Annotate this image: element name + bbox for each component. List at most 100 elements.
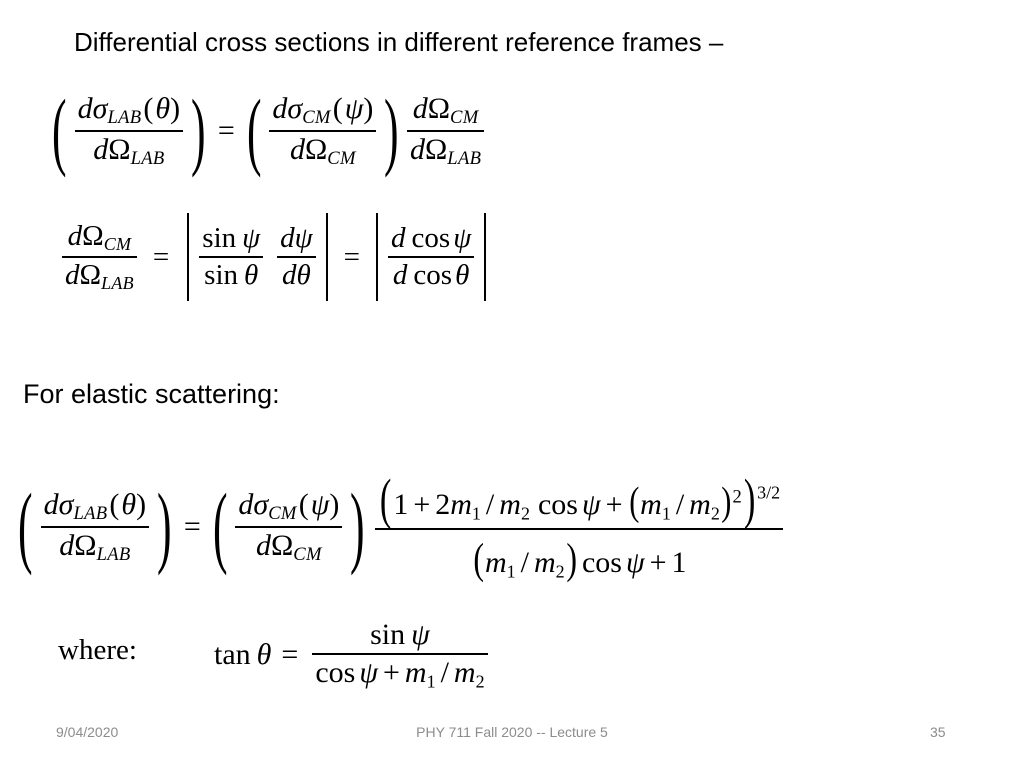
abs-bar-left: [187, 213, 190, 301]
elastic-scattering-label: For elastic scattering:: [23, 379, 280, 409]
psi-symbol: ψ: [310, 487, 330, 521]
lab-subscript: LAB: [96, 544, 131, 566]
abs-bar-right: [325, 213, 328, 301]
cos-function: cos: [411, 222, 451, 254]
paren-open: (: [332, 92, 343, 125]
omega-symbol: Ω: [304, 133, 328, 167]
lab-subscript: LAB: [447, 148, 482, 170]
slash-1: /: [485, 488, 495, 521]
footer-page-number: 35: [930, 724, 946, 740]
m1-symbol-inner: m: [640, 488, 662, 521]
fraction-bar: [388, 256, 475, 258]
lhs-fraction: dσLAB(θ) dΩLAB: [37, 488, 154, 566]
right-paren-open: (: [212, 476, 228, 578]
equals-sign: =: [183, 510, 201, 544]
theta-symbol: θ: [455, 259, 470, 291]
theta-symbol: θ: [244, 259, 259, 291]
slash: /: [440, 656, 449, 689]
psi-symbol: ψ: [344, 92, 364, 125]
numerator-paren-open: (: [379, 467, 392, 530]
sin-function: sin: [202, 222, 237, 254]
paren-open: (: [143, 92, 154, 125]
sigma-symbol: σ: [58, 487, 74, 521]
digit-one: 1: [393, 488, 409, 521]
paren-open: (: [298, 487, 309, 521]
inner-exponent: 2: [732, 486, 742, 508]
equals-sign-2: =: [343, 240, 361, 273]
d-symbol: d: [43, 487, 59, 521]
fraction-bar: [40, 526, 150, 529]
omega-symbol: Ω: [425, 133, 448, 167]
d-symbol: d: [412, 92, 428, 125]
m1-subscript-inner: 1: [661, 503, 671, 524]
sin-function: sin: [370, 618, 406, 651]
denominator-paren-close: ): [565, 534, 577, 583]
m2-symbol: m: [453, 656, 476, 689]
m1-symbol: m: [484, 546, 507, 579]
numerator-paren-close: ): [743, 467, 756, 530]
paren-close: ): [329, 487, 340, 521]
d-symbol: d: [289, 133, 305, 167]
sigma-symbol: σ: [92, 92, 108, 125]
cm-subscript: CM: [302, 107, 331, 129]
equation-cross-section-frame-transform: ( dσLAB(θ) dΩLAB ) = ( dσCM(ψ) dΩCM ): [50, 83, 488, 179]
cm-subscript: CM: [293, 544, 322, 566]
rhs-fraction: dσCM(ψ) dΩCM: [231, 488, 346, 566]
paren-open: (: [109, 487, 120, 521]
psi-symbol: ψ: [411, 618, 430, 651]
main-fraction-bar: [375, 528, 784, 530]
fraction-bar: [199, 256, 264, 258]
psi-symbol: ψ: [359, 656, 378, 689]
cos-function: cos: [581, 546, 622, 579]
d-symbol: d: [59, 529, 75, 563]
lab-subscript: LAB: [73, 503, 108, 525]
right-paren-open: (: [246, 83, 262, 180]
fraction-bar: [407, 130, 485, 133]
lab-subscript: LAB: [130, 148, 165, 170]
m2-subscript: 2: [475, 671, 485, 692]
d-symbol: d: [255, 529, 271, 563]
m2-symbol: m: [499, 488, 521, 521]
denominator-paren-open: (: [472, 534, 484, 583]
d-symbol: d: [77, 92, 93, 125]
m1-symbol: m: [450, 488, 472, 521]
left-paren-close: ): [191, 83, 206, 180]
theta-symbol: θ: [121, 487, 137, 521]
equals-sign-1: =: [152, 240, 170, 273]
outer-exponent-three-halves: 3/2: [757, 482, 781, 503]
lhs-fraction: dσLAB(θ) dΩLAB: [71, 92, 188, 170]
d-symbol: d: [93, 133, 109, 167]
inner-paren-open: (: [628, 479, 639, 525]
fraction-bar: [277, 256, 316, 258]
cm-subscript: CM: [327, 148, 356, 170]
omega-symbol: Ω: [108, 133, 131, 167]
lhs-fraction: dΩCM dΩLAB: [58, 220, 141, 294]
tan-function: tan: [214, 638, 251, 672]
m2-subscript-inner: 2: [710, 503, 720, 524]
omega-symbol: Ω: [74, 529, 97, 563]
sin-function: sin: [204, 259, 238, 291]
equals-sign: =: [281, 638, 299, 672]
cm-subscript: CM: [268, 503, 297, 525]
psi-symbol: ψ: [581, 488, 601, 521]
abs-bar-left-2: [376, 213, 379, 301]
theta-symbol: θ: [155, 92, 171, 125]
abs-bar-right-2: [484, 213, 487, 301]
right-paren-close: ): [350, 476, 365, 578]
psi-symbol: ψ: [242, 222, 261, 254]
equals-sign: =: [217, 114, 235, 148]
plus-sign-1: +: [413, 488, 431, 521]
fraction-bar: [62, 256, 137, 258]
slash-2: /: [675, 488, 685, 521]
cm-subscript: CM: [103, 234, 132, 254]
m2-subscript: 2: [520, 503, 530, 524]
fraction-bar: [312, 653, 488, 655]
jacobian-fraction: dΩCM dΩLAB: [403, 92, 488, 170]
